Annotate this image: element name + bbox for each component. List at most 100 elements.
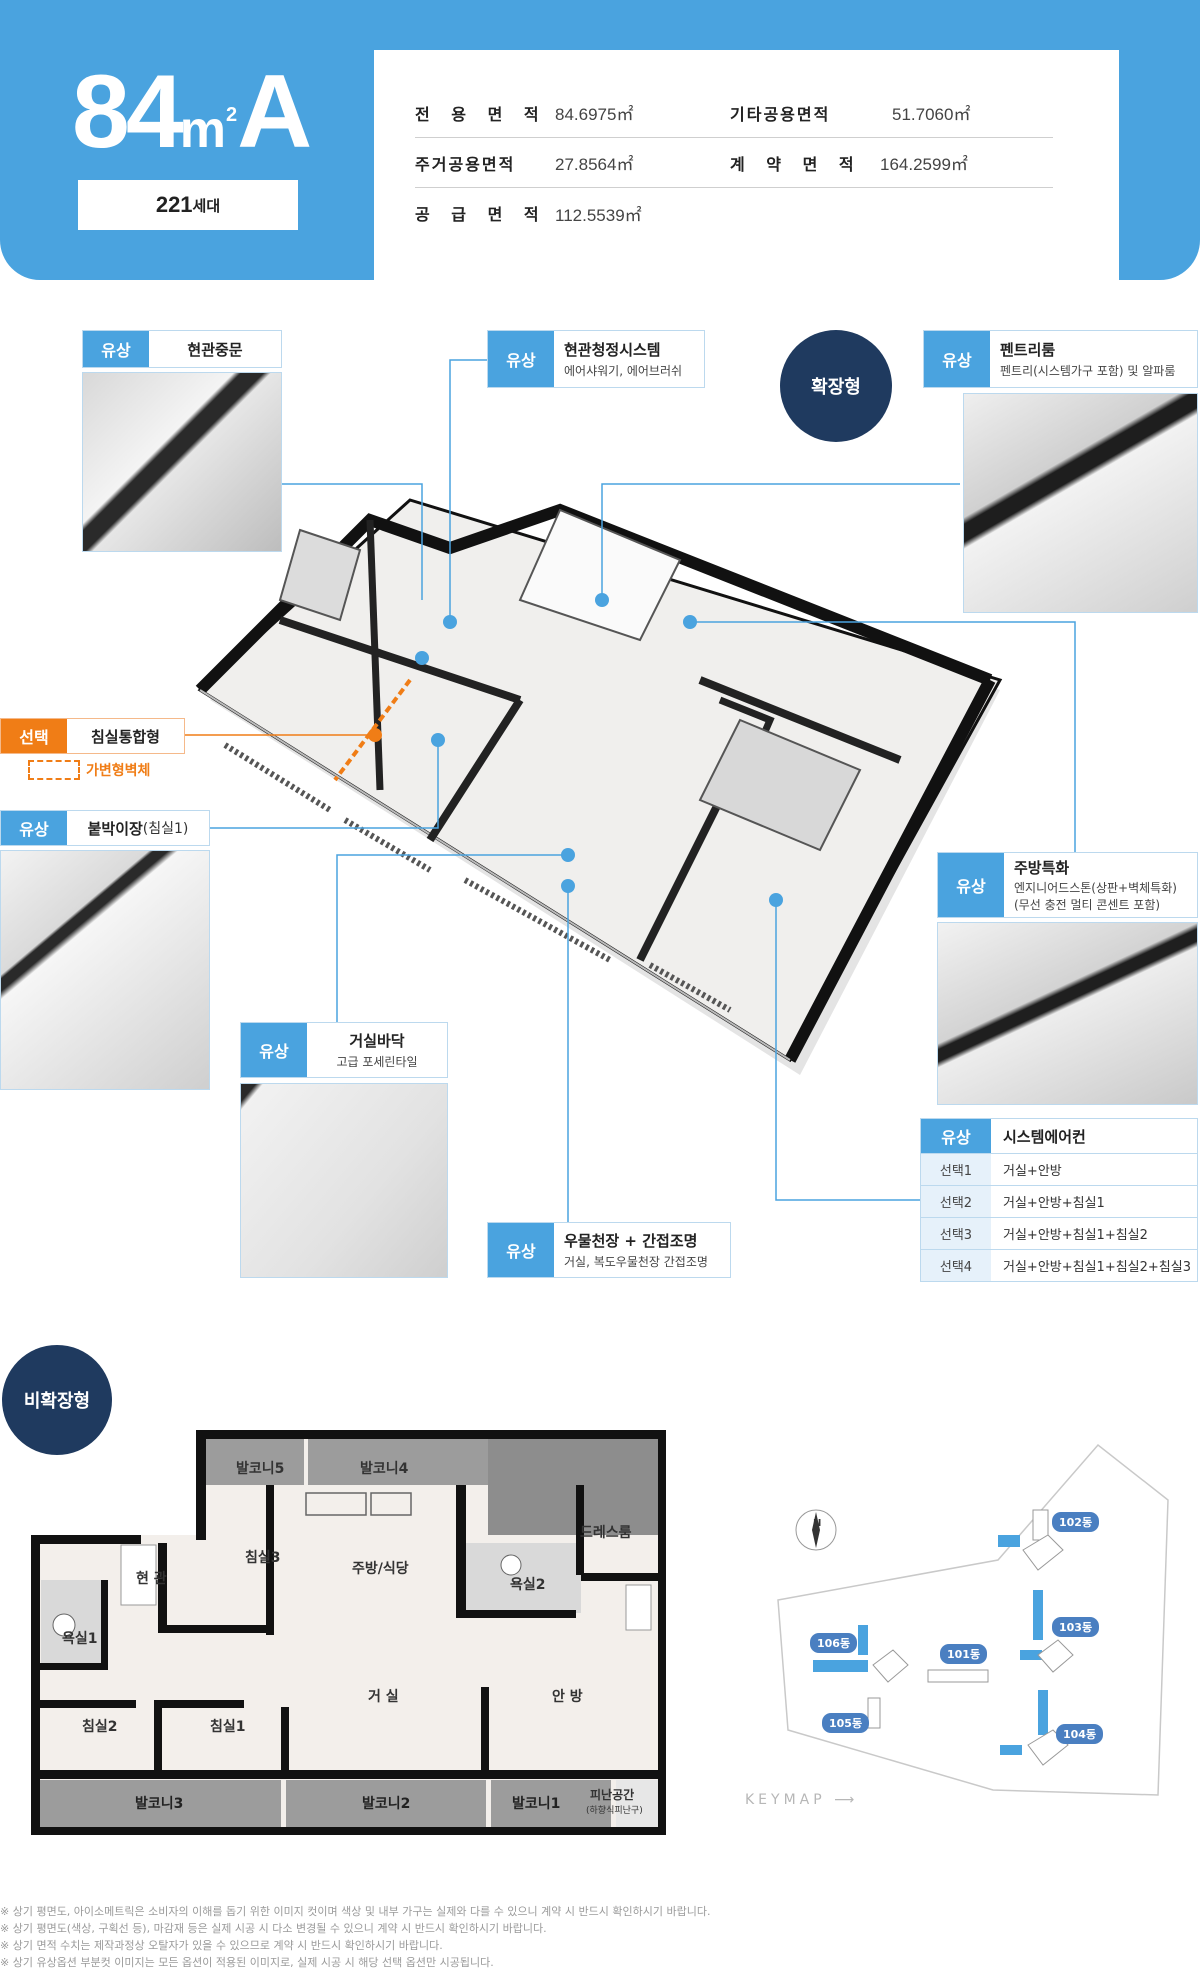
disclaimer-line: ※ 상기 면적 수치는 제작과정상 오탈자가 있을 수 있으므로 계약 시 반드… (0, 1939, 443, 1952)
paid-tag: 유상 (924, 331, 990, 387)
room-label-living: 거 실 (368, 1689, 399, 1705)
floor-plan-2d (31, 1430, 666, 1835)
room-label-bed1: 침실1 (210, 1719, 246, 1735)
plan-wall (456, 1610, 576, 1618)
callout-subtitle: 에어샤워기, 에어브러쉬 (564, 364, 683, 378)
kitchen-counter (370, 1492, 412, 1516)
paid-tag: 유상 (488, 1223, 554, 1277)
building-outline (872, 1649, 909, 1683)
type-letter: A (237, 54, 312, 170)
hotspot[interactable] (595, 593, 609, 607)
callout-subtitle: 거실, 복도우물천장 간접조명 (564, 1255, 708, 1269)
iso-wall (426, 697, 524, 843)
leader-line (336, 854, 568, 1040)
hotspot-orange[interactable] (368, 728, 382, 742)
households-unit: 세대 (192, 196, 221, 215)
floor-thumbnail (240, 1083, 448, 1278)
option-tag: 선택 (1, 719, 67, 753)
iso-wall (366, 519, 384, 791)
building-block (858, 1625, 868, 1655)
hotspot[interactable] (561, 879, 575, 893)
badge-label: 확장형 (811, 377, 861, 398)
isometric-plan (185, 359, 1076, 1222)
callout-title: 펜트리룸 (1000, 341, 1056, 359)
balcony-area (308, 1435, 488, 1485)
building-label-103[interactable]: 103동 (1052, 1617, 1100, 1637)
building-label-106[interactable]: 106동 (810, 1633, 858, 1653)
room-label-balcony3: 발코니3 (135, 1796, 184, 1812)
aircon-title: 시스템에어컨 (1003, 1127, 1086, 1146)
area-value: 27.8564㎡ (555, 155, 634, 174)
paid-tag: 유상 (1, 811, 67, 845)
plan-wall (196, 1430, 666, 1439)
room-label-balcony2: 발코니2 (362, 1796, 411, 1812)
callout-closet[interactable]: 유상 붙박이장(침실1) (0, 810, 210, 846)
callout-title: 주방특화 (1014, 859, 1070, 877)
building-label-105[interactable]: 105동 (822, 1713, 870, 1733)
hotspot[interactable] (431, 733, 445, 747)
hotspot[interactable] (769, 893, 783, 907)
area-value: 51.7060㎡ (892, 105, 971, 124)
aircon-option: 선택1 (921, 1154, 991, 1185)
room-label-balcony1: 발코니1 (512, 1796, 561, 1812)
disclaimer-line: ※ 상기 평면도(색상, 구획선 등), 마감재 등은 실제 시공 시 다소 변… (0, 1922, 547, 1935)
plan-wall (196, 1430, 206, 1540)
area-row: 공 급 면 적 112.5539㎡ (415, 188, 1053, 238)
unit-type-title: 84m2A (72, 60, 312, 164)
callout-title: 거실바닥 (349, 1032, 405, 1050)
hotspot[interactable] (561, 848, 575, 862)
callout-title-suffix: (침실1) (142, 821, 189, 837)
households-count: 221 (155, 192, 193, 217)
building-label-101[interactable]: 101동 (940, 1644, 988, 1664)
disclaimer-notes: ※ 상기 평면도, 아이소메트릭은 소비자의 이해를 돕기 위한 이미지 컷이며… (0, 1903, 1200, 1971)
building-outline (1032, 1509, 1049, 1541)
balcony-area (286, 1780, 486, 1830)
refuge-area (616, 1780, 666, 1830)
room-label-balcony4: 발코니4 (360, 1461, 409, 1477)
balcony-area (491, 1780, 611, 1830)
aircon-option: 선택4 (921, 1250, 991, 1281)
building-block (1000, 1745, 1022, 1755)
callout-entrance-door[interactable]: 유상 현관중문 (82, 330, 282, 368)
aircon-row[interactable]: 선택4 거실+안방+침실1+침실2+침실3 (921, 1249, 1197, 1281)
hotspot[interactable] (443, 615, 457, 629)
aircon-value: 거실+안방+침실1+침실2+침실3 (1003, 1260, 1191, 1275)
leader-line (449, 359, 487, 622)
building-label-102[interactable]: 102동 (1052, 1512, 1100, 1532)
callout-subtitle: (무선 충전 멀티 콘센트 포함) (1014, 898, 1161, 912)
plan-wall (456, 1485, 466, 1615)
type-number: 84 (72, 54, 184, 170)
callout-bedroom-merge[interactable]: 선택 침실통합형 (0, 718, 185, 754)
plan-wall (158, 1543, 167, 1633)
room-label-refuge-sub: (하향식피난구) (586, 1806, 643, 1816)
hotspot[interactable] (683, 615, 697, 629)
room-label-bed3: 침실3 (245, 1550, 281, 1566)
area-value: 164.2599㎡ (880, 155, 968, 174)
balcony-area (204, 1435, 304, 1485)
building-block (1020, 1650, 1042, 1660)
area-panel (374, 50, 1119, 282)
leader-line (775, 900, 920, 1201)
building-outline (1037, 1639, 1074, 1673)
aircon-option: 선택2 (921, 1186, 991, 1217)
building-block (1033, 1590, 1043, 1640)
building-label-104[interactable]: 104동 (1056, 1724, 1104, 1744)
room-label-refuge: 피난공간 (590, 1788, 635, 1802)
callout-subtitle: 고급 포세린타일 (336, 1055, 418, 1069)
keymap-label-text: KEYMAP (745, 1792, 826, 1808)
type-unit: m (179, 101, 226, 159)
room-label-kitchen: 주방/식당 (352, 1561, 409, 1577)
plan-wall (154, 1700, 162, 1775)
balcony-area (36, 1780, 281, 1830)
legend-label: 가변형벽체 (86, 763, 151, 779)
hotspot[interactable] (415, 651, 429, 665)
